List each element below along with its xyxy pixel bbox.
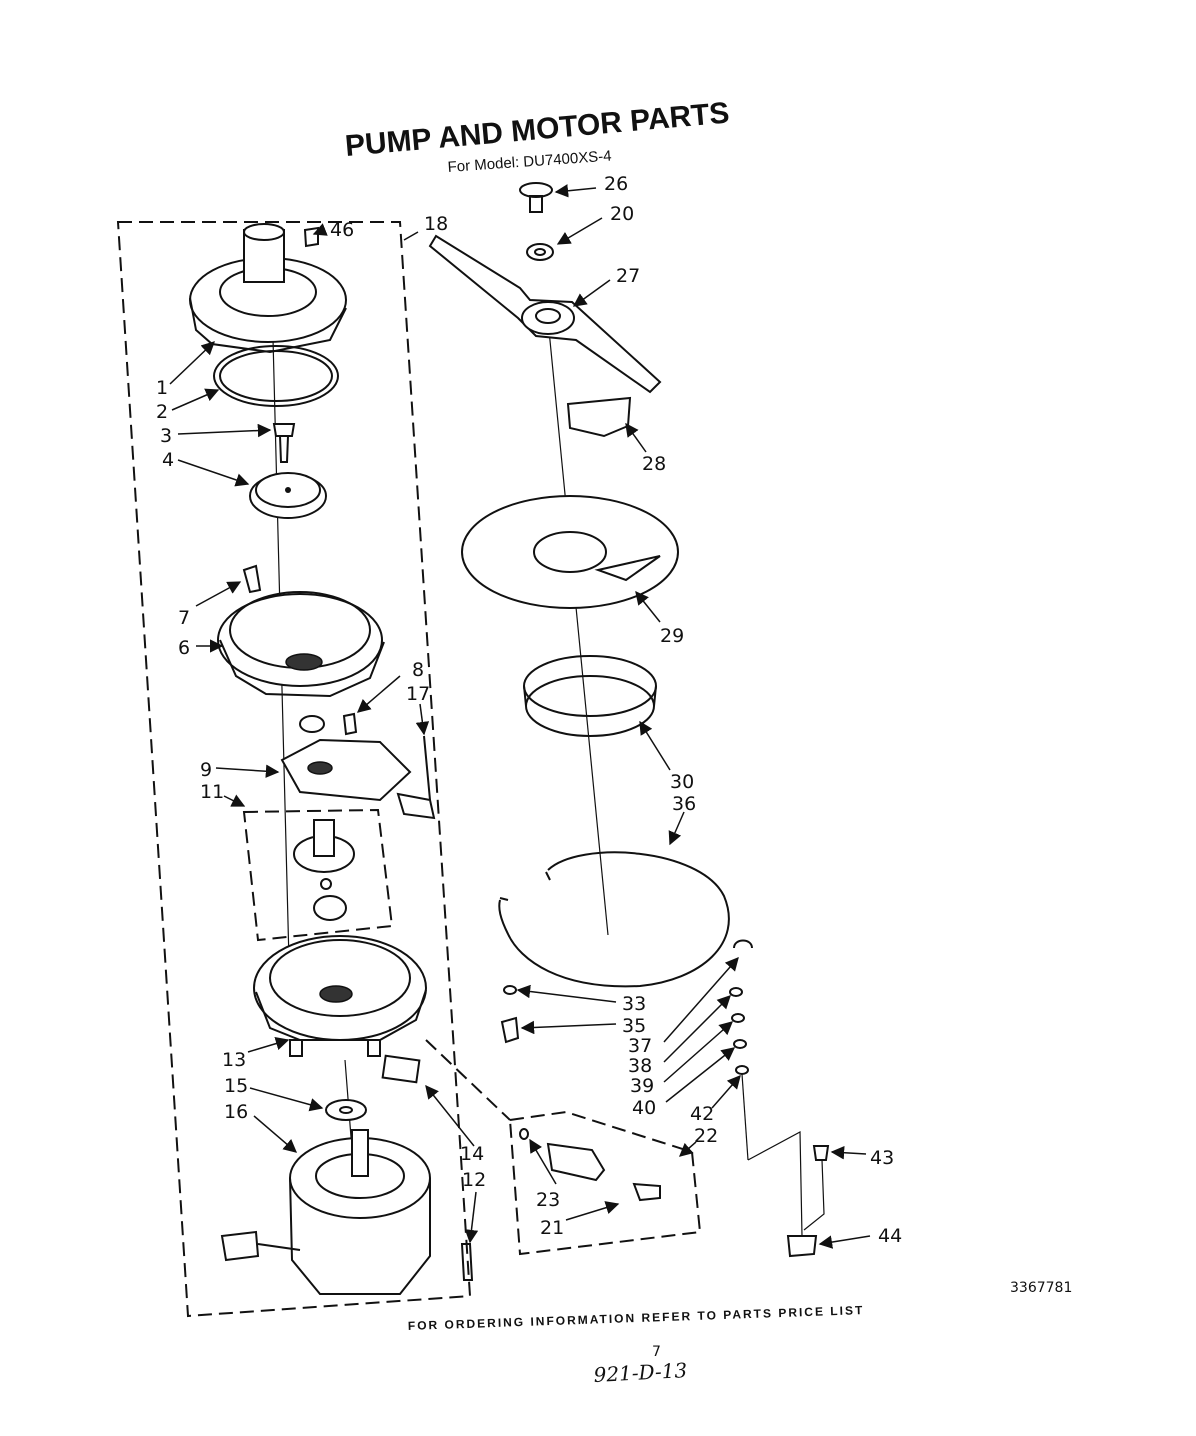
callout-11: 11 [200,781,224,803]
callout-27: 27 [616,265,640,287]
heating-element [498,851,730,988]
page-number: 7 [652,1344,661,1360]
callout-40: 40 [632,1097,656,1119]
seal-plate [280,738,412,802]
ordering-info-note: FOR ORDERING INFORMATION REFER TO PARTS … [408,1303,865,1333]
cap-26 [519,182,553,213]
screw-12 [460,1243,474,1281]
callout-28: 28 [642,453,666,475]
callout-1: 1 [156,377,168,399]
washer-33 [503,985,517,995]
thermostat-box [508,1110,702,1256]
callout-23: 23 [536,1189,560,1211]
callout-13: 13 [222,1049,246,1071]
callout-46: 46 [330,219,354,241]
callout-4: 4 [162,449,174,471]
check-valve [272,423,296,463]
callout-21: 21 [540,1217,564,1239]
valve-disc [249,472,327,519]
pump-housing [217,591,385,698]
callout-14: 14 [460,1143,484,1165]
handwritten-note: 921-D-13 [593,1358,688,1387]
callout-44: 44 [878,1225,902,1247]
callout-29: 29 [660,625,684,647]
spray-arm [428,234,662,394]
impeller [293,819,355,921]
terminal-43 [812,1145,830,1161]
callout-42: 42 [690,1103,714,1125]
clip-35 [500,1016,520,1044]
callout-15: 15 [224,1075,248,1097]
callout-22: 22 [694,1125,718,1147]
callout-39: 39 [630,1075,654,1097]
callout-6: 6 [178,637,190,659]
callout-30: 30 [670,771,694,793]
seal-ring [213,345,339,407]
motor-mount [253,935,427,1057]
part-46-clip [303,226,319,248]
callout-8: 8 [412,659,424,681]
callout-12: 12 [462,1169,486,1191]
callout-36: 36 [672,793,696,815]
pump-cover [189,223,347,354]
callout-7: 7 [178,607,190,629]
callout-3: 3 [160,425,172,447]
thermostat [519,1128,661,1202]
filter-ring [523,655,657,737]
callout-37: 37 [628,1035,652,1057]
right-assembly-axis [547,319,609,936]
callout-35: 35 [622,1015,646,1037]
bracket-28 [566,396,632,438]
hardware-stack [729,939,753,1161]
callout-18: 18 [424,213,448,235]
doc-code: 3367781 [1010,1280,1072,1296]
callout-33: 33 [622,993,646,1015]
callout-2: 2 [156,401,168,423]
nut-and-screw-8 [299,712,358,736]
impeller-subassembly-box [242,808,394,942]
callout-9: 9 [200,759,212,781]
thermostat-connector [425,1039,511,1121]
callout-16: 16 [224,1101,248,1123]
pin-17 [396,735,436,820]
callout-43: 43 [870,1147,894,1169]
callout-17: 17 [406,683,430,705]
callout-38: 38 [628,1055,652,1077]
washer-20 [526,243,554,261]
washer-15 [325,1099,367,1121]
callout-20: 20 [610,203,634,225]
leader-lines [169,184,871,1249]
callout-26: 26 [604,173,628,195]
screw-7 [242,564,262,594]
motor [220,1129,431,1295]
spacer-block-14 [381,1054,421,1084]
filter-screen [461,495,679,609]
clip-44 [747,1131,825,1258]
pump-assembly-outline [116,221,472,1318]
